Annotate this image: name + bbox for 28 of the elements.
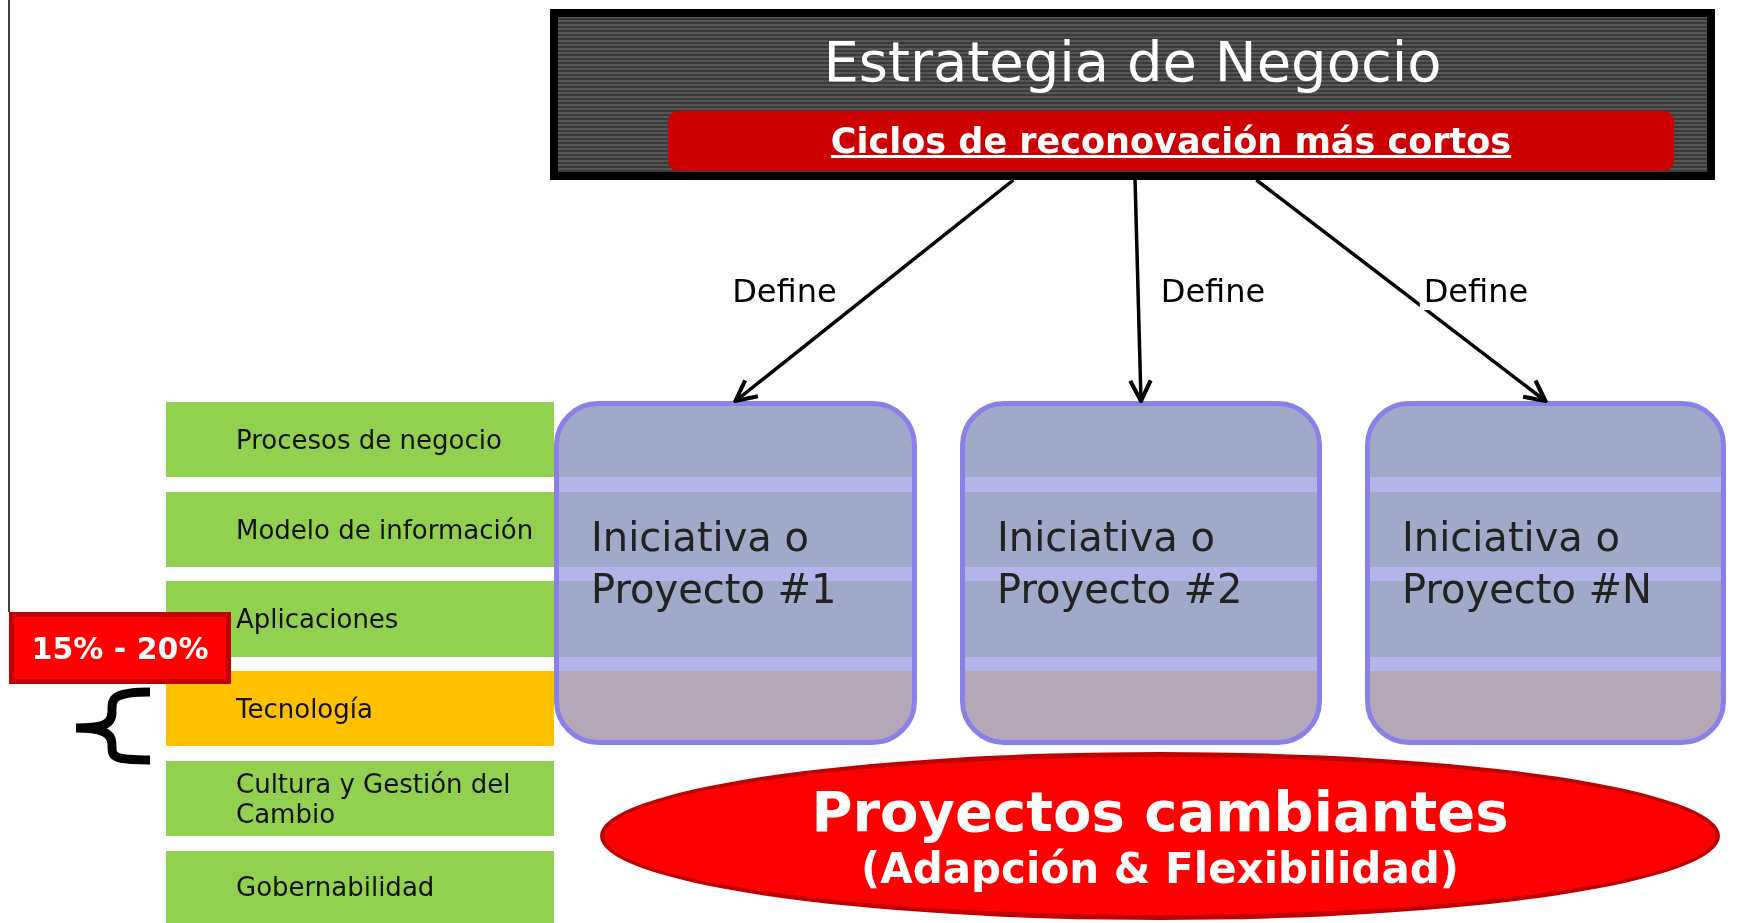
node-label: Ciclos de reconovación más cortos — [830, 121, 1512, 161]
node-label: Proyectos cambiantes — [810, 779, 1510, 844]
node-label: Iniciativa o Proyecto #1 — [591, 513, 838, 614]
node-label: Aplicaciones — [236, 604, 400, 634]
node-label: Cultura y Gestión del Cambio — [236, 768, 512, 829]
layer-band — [166, 761, 554, 836]
node-label: Estrategia de Negocio — [822, 28, 1443, 94]
node-label: Iniciativa o Proyecto #N — [1402, 513, 1654, 614]
project-box — [554, 401, 917, 745]
strategy-box — [550, 9, 1715, 180]
highlight-bar — [668, 111, 1674, 171]
percentage-badge — [9, 612, 231, 684]
node-label: Tecnología — [236, 693, 374, 724]
arrow — [1255, 178, 1548, 404]
arrow — [733, 178, 1015, 404]
node-label: 15% - 20% — [31, 630, 209, 666]
project-box — [1365, 401, 1726, 745]
node-label: Iniciativa o Proyecto #2 — [997, 513, 1244, 614]
layer-band — [166, 402, 554, 477]
node-subtitle: (Adapción & Flexibilidad) — [859, 844, 1461, 893]
layer-band — [166, 492, 554, 567]
layer-band — [166, 671, 554, 746]
arrow — [1128, 179, 1153, 404]
node-label: Gobernabilidad — [236, 872, 436, 902]
node-label: Procesos de negocio — [236, 424, 503, 455]
project-box — [960, 401, 1322, 745]
node-label: Modelo de información — [236, 514, 535, 545]
layer-band — [166, 851, 554, 923]
